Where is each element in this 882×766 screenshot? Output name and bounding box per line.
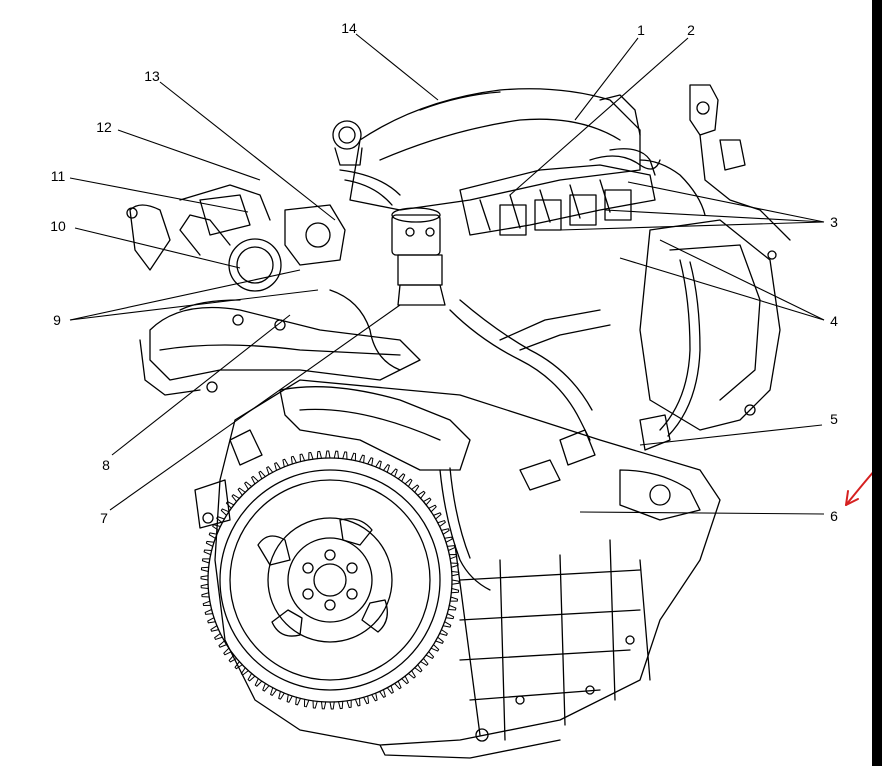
flywheel-teeth [200, 450, 460, 710]
leader-line-5 [639, 424, 823, 446]
callout-label-10: 10 [50, 218, 66, 234]
callout-label-11: 11 [50, 168, 66, 184]
leader-line-3b [604, 209, 825, 223]
leader-line-8 [111, 314, 291, 456]
callout-label-8: 8 [102, 457, 110, 473]
leader-line-1 [574, 37, 639, 121]
right-edge-bar [872, 0, 882, 766]
leader-line-9a [69, 269, 301, 321]
oxygen-sensor [519, 414, 701, 521]
leader-line-7 [109, 304, 401, 511]
leader-line-4b [619, 257, 825, 321]
leader-line-11 [69, 177, 249, 213]
leader-line-6 [579, 511, 825, 515]
ignition-coils [459, 148, 706, 236]
callout-label-12: 12 [96, 119, 112, 135]
callout-label-6: 6 [830, 508, 838, 524]
leader-line-2 [509, 37, 689, 196]
leader-line-4a [659, 239, 825, 321]
callout-label-5: 5 [830, 411, 838, 427]
leader-line-10 [74, 227, 241, 269]
cylinder-head-right [639, 84, 791, 431]
exhaust-manifold [139, 306, 471, 471]
leader-line-14 [355, 33, 439, 101]
callout-label-2: 2 [687, 22, 695, 38]
leader-lines [69, 33, 825, 515]
callout-label-4: 4 [830, 313, 838, 329]
engine-block [214, 379, 721, 759]
callout-label-7: 7 [100, 510, 108, 526]
leader-line-9b [69, 289, 319, 321]
leader-line-3c [559, 221, 825, 231]
leader-line-13 [159, 81, 336, 221]
callout-label-3: 3 [830, 214, 838, 230]
throttle-body [126, 184, 346, 292]
callout-label-14: 14 [341, 20, 357, 36]
leader-line-3a [627, 181, 825, 223]
callout-label-1: 1 [637, 22, 645, 38]
flywheel [207, 457, 453, 703]
hoses [179, 169, 701, 591]
callout-label-13: 13 [144, 68, 160, 84]
engine-mount-bracket [194, 429, 263, 529]
leader-line-12 [117, 129, 261, 181]
callout-label-9: 9 [53, 312, 61, 328]
egr-valve [391, 207, 446, 306]
intake-manifold [332, 88, 641, 211]
